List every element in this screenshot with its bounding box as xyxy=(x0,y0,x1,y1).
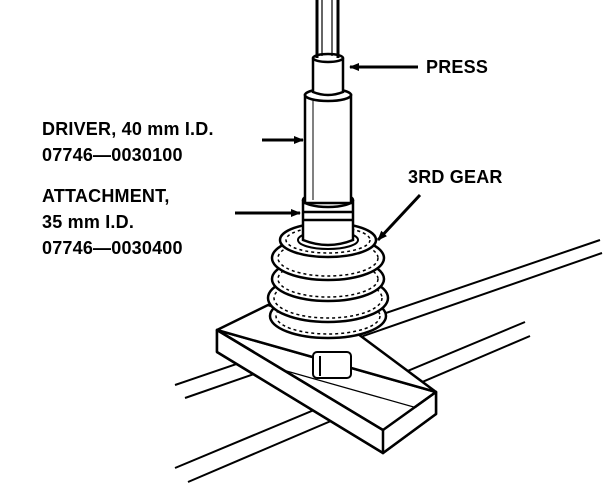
driver-shaft xyxy=(303,87,353,205)
driver-part-number: 07746—0030100 xyxy=(42,145,183,165)
attachment-part-number: 07746—0030400 xyxy=(42,238,183,258)
attachment-label-line1: ATTACHMENT, xyxy=(42,186,170,206)
press-label: PRESS xyxy=(426,57,489,77)
driver-label-line1: DRIVER, 40 mm I.D. xyxy=(42,119,214,139)
leader-arrows xyxy=(235,63,422,242)
shaft-stub xyxy=(312,351,352,379)
gear-arrow xyxy=(376,193,422,242)
press-head xyxy=(311,0,345,97)
gear-label: 3RD GEAR xyxy=(408,167,503,187)
attachment-label-line2: 35 mm I.D. xyxy=(42,212,135,232)
